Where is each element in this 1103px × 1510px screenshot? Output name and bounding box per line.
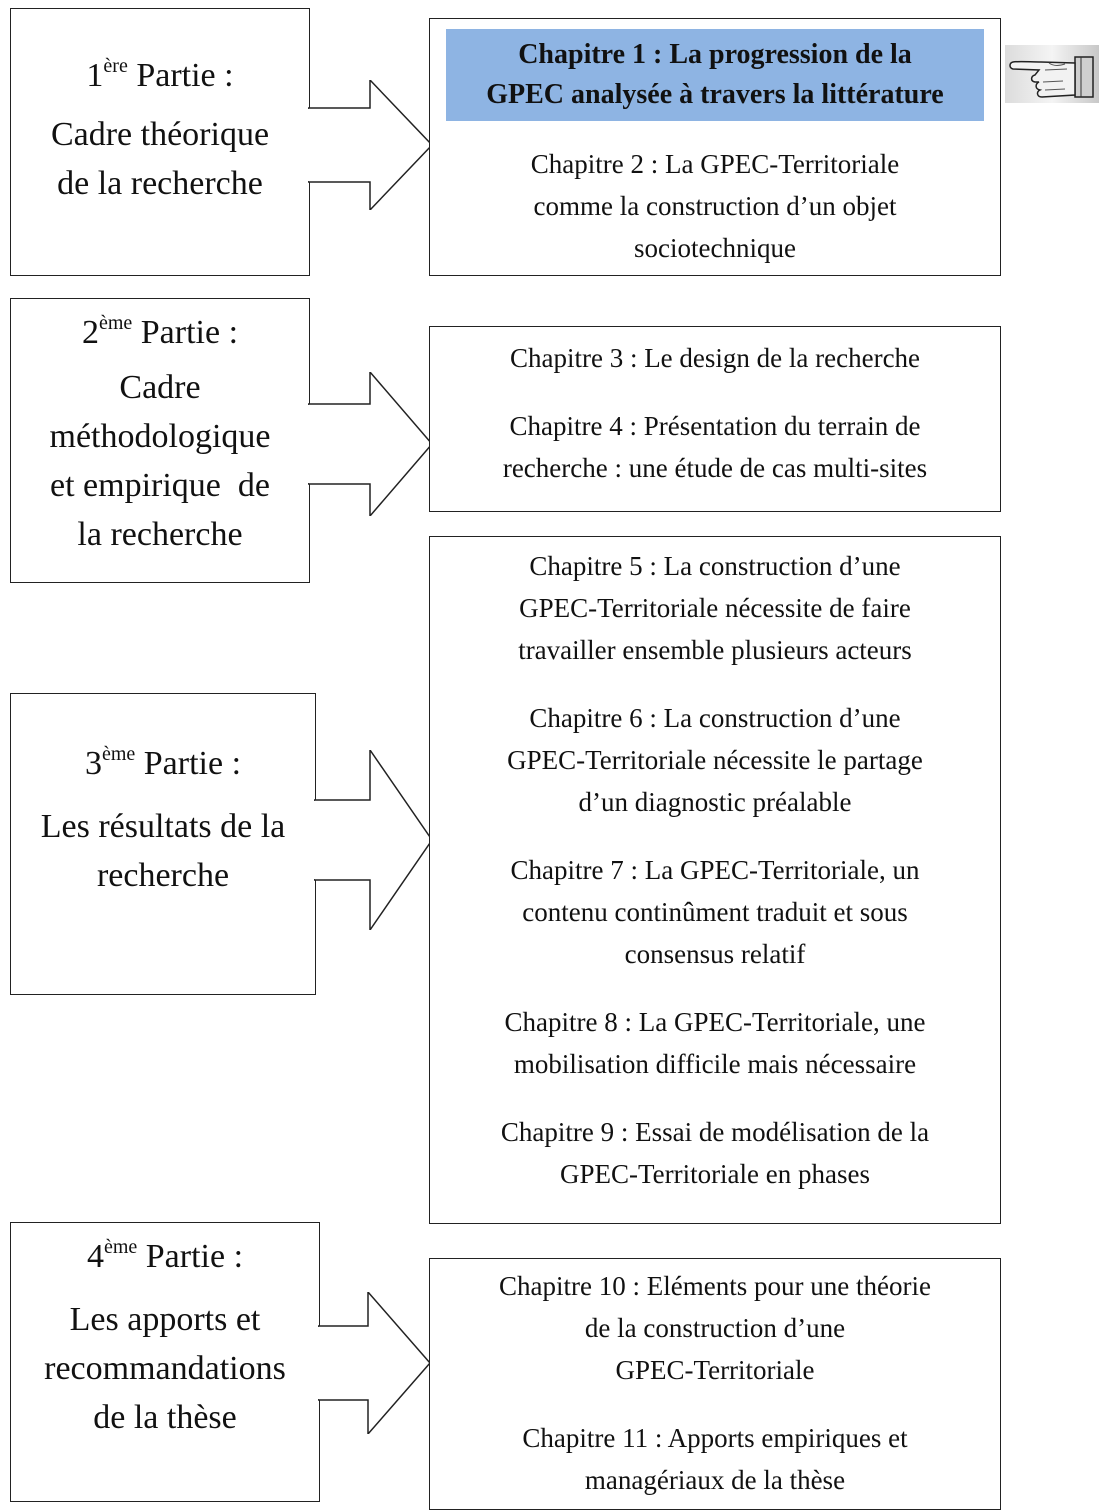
arrow-part-3	[314, 750, 434, 930]
arrow-part-1	[308, 80, 434, 210]
chapters-box-part-3: Chapitre 5 : La construction d’une GPEC-…	[429, 536, 1001, 1224]
chapter-7: Chapitre 7 : La GPEC-Territoriale, un co…	[510, 855, 920, 969]
chapter-1-highlight: Chapitre 1 : La progression de la GPEC a…	[446, 29, 984, 121]
part-3-box: 3ème Partie : Les résultats de la recher…	[10, 693, 316, 995]
pointing-hand-icon	[1005, 45, 1099, 108]
arrow-part-2	[308, 372, 434, 516]
chapter-3: Chapitre 3 : Le design de la recherche	[509, 343, 921, 373]
part-3-desc: Les résultats de la recherche	[40, 808, 286, 895]
part-3-title: 3ème Partie :	[84, 743, 242, 782]
chapter-8: Chapitre 8 : La GPEC-Territoriale, une m…	[504, 1007, 926, 1079]
part-2-desc: Cadre méthodologique et empirique de la …	[49, 369, 271, 554]
chapter-2: Chapitre 2 : La GPEC-Territoriale comme …	[530, 149, 900, 263]
chapter-4: Chapitre 4 : Présentation du terrain de …	[502, 411, 928, 483]
chapter-11: Chapitre 11 : Apports empiriques et mana…	[522, 1423, 908, 1495]
chapters-box-part-1: Chapitre 1 : La progression de la GPEC a…	[429, 18, 1001, 276]
chapter-10: Chapitre 10 : Eléments pour une théorie …	[499, 1271, 931, 1385]
arrow-part-4	[318, 1292, 434, 1434]
chapter-5: Chapitre 5 : La construction d’une GPEC-…	[518, 551, 912, 665]
part-4-desc: Les apports et recommandations de la thè…	[44, 1301, 286, 1437]
chapters-box-part-2: Chapitre 3 : Le design de la recherche C…	[429, 326, 1001, 512]
part-4-box: 4ème Partie : Les apports et recommandat…	[10, 1222, 320, 1502]
part-1-title: 1ère Partie :	[86, 55, 234, 94]
part-2-title: 2ème Partie :	[81, 312, 239, 351]
part-1-desc: Cadre théorique de la recherche	[50, 116, 270, 203]
part-2-box: 2ème Partie : Cadre méthodologique et em…	[10, 298, 310, 583]
part-1-box: 1ère Partie : Cadre théorique de la rech…	[10, 8, 310, 276]
chapters-box-part-4: Chapitre 10 : Eléments pour une théorie …	[429, 1258, 1001, 1510]
chapter-6: Chapitre 6 : La construction d’une GPEC-…	[507, 703, 923, 817]
chapter-9: Chapitre 9 : Essai de modélisation de la…	[500, 1117, 930, 1189]
part-4-title: 4ème Partie :	[86, 1236, 244, 1275]
